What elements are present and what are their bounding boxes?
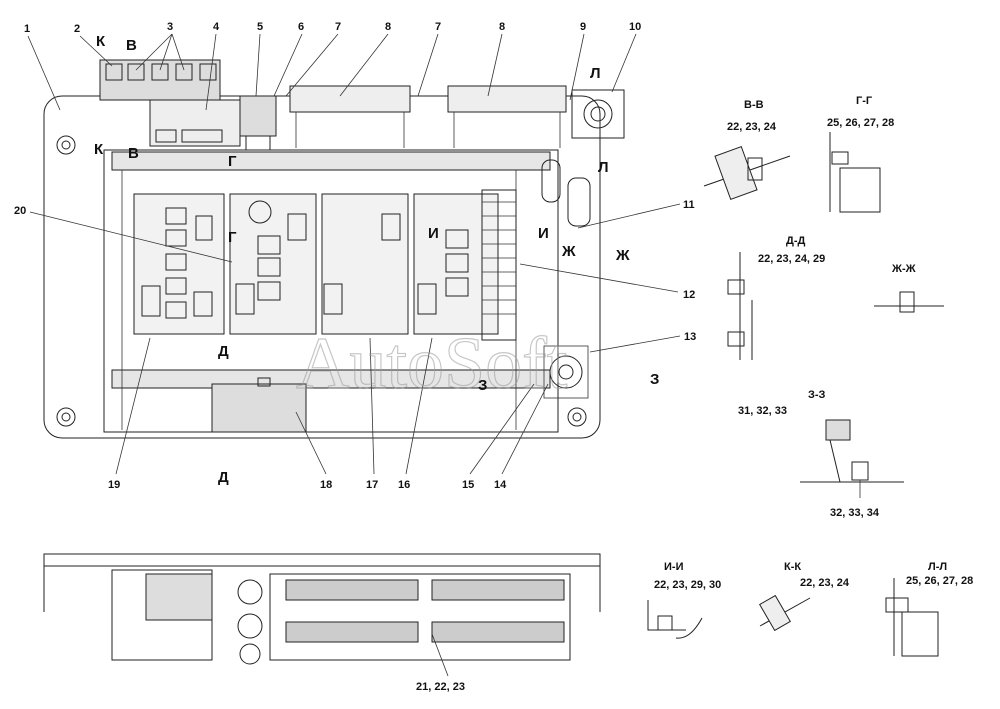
section-detail-dd: [727, 252, 753, 360]
section-title-ll: Л-Л: [928, 561, 947, 573]
cut-mark-d-bottom: Д: [218, 469, 229, 486]
callout-16: 16: [398, 479, 410, 491]
section-title-zz: З-З: [808, 389, 826, 401]
section-detail-zhzh: [874, 291, 944, 313]
cut-mark-zh-right: Ж: [615, 247, 630, 264]
callout-15: 15: [462, 479, 474, 491]
cut-mark-l-top: Л: [590, 65, 601, 82]
section-title-gg: Г-Г: [856, 95, 873, 107]
section-parts-dd: 22, 23, 24, 29: [758, 253, 825, 265]
callout-5: 5: [257, 21, 263, 33]
callout-8b: 8: [499, 21, 505, 33]
section-parts-gg: 25, 26, 27, 28: [827, 117, 894, 129]
callout-3: 3: [167, 21, 173, 33]
callout-13: 13: [684, 331, 696, 343]
terminal-strip: [481, 189, 517, 341]
inner-frame: [103, 149, 559, 433]
section-title-kk: К-К: [784, 561, 801, 573]
leader-lines: [27, 33, 861, 677]
top-connectors: [289, 85, 567, 148]
callout-17: 17: [366, 479, 378, 491]
callout-6: 6: [298, 21, 304, 33]
callout-4: 4: [213, 21, 220, 33]
callout-18: 18: [320, 479, 332, 491]
callout-1: 1: [24, 23, 30, 35]
bottom-block: [211, 377, 307, 433]
callout-10: 10: [629, 21, 641, 33]
section-title-dd: Д-Д: [786, 235, 805, 247]
cut-mark-d-top: Д: [218, 343, 229, 360]
callout-2: 2: [74, 23, 80, 35]
section-parts-zz-bottom: 32, 33, 34: [830, 507, 880, 519]
section-title-ii: И-И: [664, 561, 684, 573]
section-detail-ii: [647, 600, 703, 639]
callout-11: 11: [683, 199, 695, 211]
section-title-vv: В-В: [744, 99, 764, 111]
cut-mark-i-right: И: [538, 225, 549, 242]
side-view: [43, 553, 601, 665]
callout-numbers: 1 2 3 4 5 6 7 8 7 8 9 10 11 12 13 14 15 …: [14, 21, 696, 693]
side-clips: [541, 159, 591, 227]
cut-mark-zh-left: Ж: [561, 243, 576, 260]
cut-mark-z-right: З: [650, 371, 659, 388]
section-detail-kk: [759, 594, 811, 632]
section-detail-zz: [800, 419, 904, 483]
top-relay-row: [99, 59, 241, 147]
section-parts-zz-top: 31, 32, 33: [738, 405, 787, 417]
mounting-holes: [56, 135, 587, 427]
section-parts-vv: 22, 23, 24: [727, 121, 777, 133]
section-cut-marks: К К В В Г Г Д Д И И Ж Ж З З Л Л: [94, 33, 659, 486]
cut-mark-g-bottom: Г: [228, 229, 237, 246]
callout-7b: 7: [435, 21, 441, 33]
frame-top-rail: [111, 151, 551, 171]
cut-mark-g-top: Г: [228, 153, 237, 170]
callout-20: 20: [14, 205, 26, 217]
section-parts-ll: 25, 26, 27, 28: [906, 575, 973, 587]
section-detail-vv: [703, 145, 791, 201]
cut-mark-i-left: И: [428, 225, 439, 242]
callout-19: 19: [108, 479, 120, 491]
cut-mark-k-top: К: [96, 33, 106, 50]
section-details: [647, 132, 944, 657]
main-panel-plan-view: [43, 59, 625, 439]
cut-mark-v-top: В: [126, 37, 137, 54]
cut-mark-k-bottom: К: [94, 141, 104, 158]
callout-9: 9: [580, 21, 586, 33]
cut-mark-z-left: З: [478, 377, 487, 394]
section-detail-ll: [885, 578, 939, 657]
section-labels: В-В 22, 23, 24 Г-Г 25, 26, 27, 28 Д-Д 22…: [654, 95, 973, 591]
section-title-zhzh: Ж-Ж: [891, 263, 916, 275]
callout-14: 14: [494, 479, 507, 491]
section-detail-gg: [829, 132, 881, 213]
cut-mark-v-bottom: В: [128, 145, 139, 162]
callout-7a: 7: [335, 21, 341, 33]
section-parts-kk: 22, 23, 24: [800, 577, 850, 589]
round-connector: [571, 89, 625, 139]
cut-mark-l-bottom: Л: [598, 159, 609, 176]
watermark: AutoSoft: [296, 323, 568, 405]
rotary-switch: [543, 345, 589, 399]
callout-8a: 8: [385, 21, 391, 33]
callout-12: 12: [683, 289, 695, 301]
callout-21-23: 21, 22, 23: [416, 681, 465, 693]
section-parts-ii: 22, 23, 29, 30: [654, 579, 721, 591]
module-boards: [133, 193, 499, 335]
fuse-holder: [239, 95, 277, 151]
